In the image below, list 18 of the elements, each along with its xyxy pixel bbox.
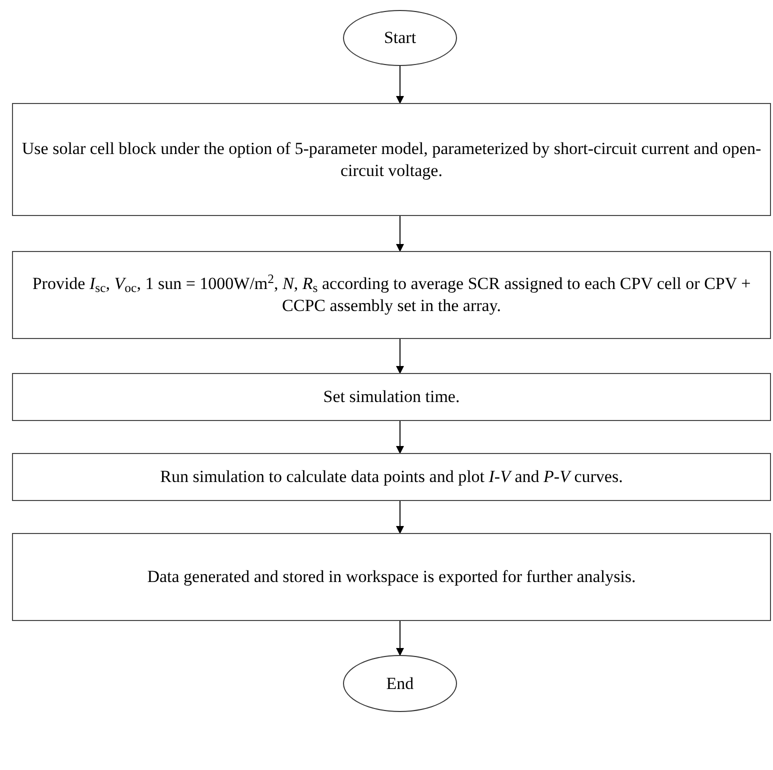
process-box	[12, 453, 771, 501]
process-box	[12, 103, 771, 216]
process-box	[12, 251, 771, 339]
arrow	[396, 620, 404, 656]
process-box	[12, 533, 771, 621]
arrow	[396, 216, 404, 252]
arrow	[396, 420, 404, 454]
arrow	[396, 500, 404, 534]
step-text: Data generated and stored in workspace is exported for further analysis.	[147, 566, 636, 588]
step-text: Run simulation to calculate data points and plot I-V and P-V curves.	[160, 466, 623, 488]
step-text: End	[386, 672, 414, 694]
arrow	[396, 338, 404, 374]
step-text: Provide I$_{sc}$, V$_{oc}$, 1 sun = 1000W/m$^{2}$, N, R$_{s}$ according to average SCR assigned to each CPV cell or CPV + CCPC assembly set in the array.	[31, 273, 752, 317]
step-text: Use solar cell block under the option of 5-parameter model, parameterized by short-circuit current and open-circuit voltage.	[20, 138, 762, 182]
step-text: Start	[384, 27, 416, 49]
step-text: Set simulation time.	[323, 386, 460, 408]
process-box	[12, 373, 771, 421]
arrow	[396, 66, 404, 104]
